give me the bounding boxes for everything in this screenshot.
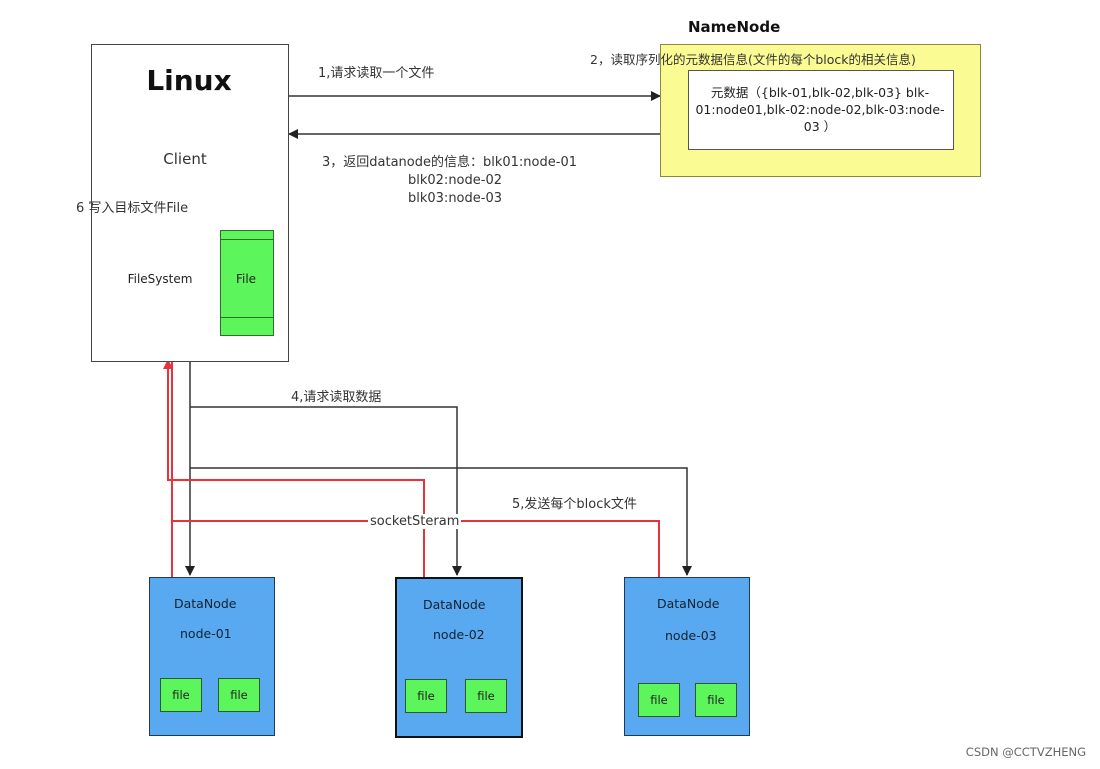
step1-label: 1,请求读取一个文件 [318, 66, 435, 81]
step6-write-label: 6 写入目标文件File [76, 201, 189, 216]
datanode-node-name: node-03 [665, 628, 717, 643]
datanode-title: DataNode [174, 596, 237, 611]
datanode-box-3: DataNode node-03 file file [624, 577, 750, 736]
step4-label: 4,请求读取数据 [291, 390, 382, 405]
step3-line1: 3，返回datanode的信息：blk01:node-01 [322, 155, 577, 170]
datanode-title: DataNode [657, 596, 720, 611]
step3-line3: blk03:node-03 [408, 191, 502, 206]
datanode-node-name: node-01 [180, 626, 232, 641]
step2-label: 2，读取序列化的元数据信息(文件的每个block的相关信息) [590, 52, 916, 67]
file-block: file [405, 679, 447, 713]
target-file-box [220, 230, 274, 336]
wire-to-dn3 [190, 467, 692, 576]
datanode-box-1: DataNode node-01 file file [149, 577, 275, 736]
step5-label: 5,发送每个block文件 [512, 497, 637, 512]
file-block: file [160, 678, 202, 712]
file-block: file [695, 683, 737, 717]
linux-title: Linux [146, 64, 232, 97]
wire-to-dn2 [190, 406, 462, 576]
datanode-box-2: DataNode node-02 file file [395, 577, 523, 738]
step3-label: 3，返回datanode的信息：blk01:node-01 blk02:node… [322, 154, 577, 208]
file-block: file [465, 679, 507, 713]
metadata-box [688, 70, 954, 150]
target-file-label: File [235, 272, 257, 286]
client-label: Client [163, 150, 207, 168]
socket-stream-label: socketSteram [368, 514, 462, 529]
metadata-text: 元数据（{blk-01,blk-02,blk-03} blk-01:node01… [695, 85, 945, 134]
file-block: file [218, 678, 260, 712]
file-block: file [638, 683, 680, 717]
step3-line2: blk02:node-02 [408, 173, 502, 188]
filesystem-label: FileSystem [127, 272, 193, 286]
watermark: CSDN @CCTVZHENG [965, 745, 1086, 759]
datanode-node-name: node-02 [433, 627, 485, 642]
datanode-title: DataNode [423, 597, 486, 612]
namenode-title: NameNode [688, 18, 781, 36]
